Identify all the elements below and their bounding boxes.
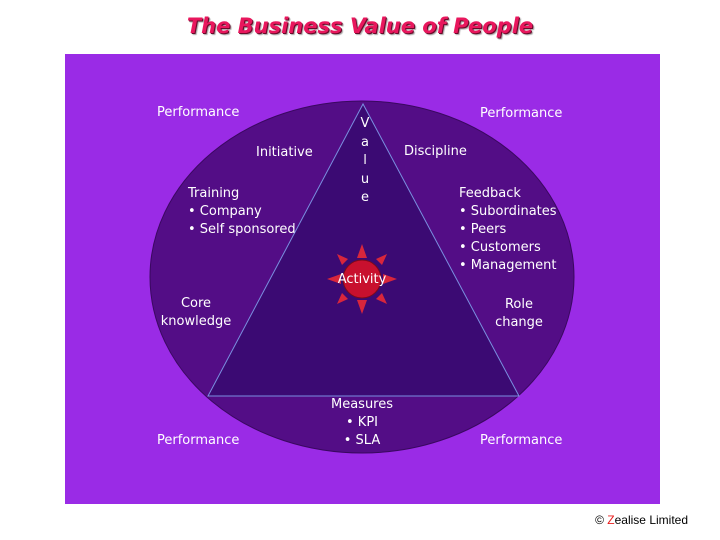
performance-top-left: Performance: [157, 105, 240, 120]
performance-top-right: Performance: [480, 106, 563, 121]
value-letter: e: [361, 190, 369, 205]
training-block: Training • Company • Self sponsored: [188, 185, 296, 239]
training-item: • Company: [188, 204, 262, 219]
role-change-label: Role change: [489, 296, 549, 332]
activity-sun-icon: [327, 244, 397, 314]
feedback-item: • Subordinates: [459, 204, 557, 219]
feedback-item: • Peers: [459, 222, 507, 237]
value-letter: a: [361, 134, 369, 150]
performance-bottom-right: Performance: [480, 433, 563, 448]
value-letter: V: [360, 116, 370, 131]
role-change-line: change: [495, 315, 543, 330]
discipline-label: Discipline: [404, 144, 467, 159]
performance-bottom-left: Performance: [157, 433, 240, 448]
brand-highlight: Z: [607, 513, 615, 527]
feedback-heading: Feedback: [459, 186, 521, 201]
activity-label: Activity: [337, 272, 387, 287]
value-vertical-label: V a l u e: [355, 115, 375, 208]
page-title: The Business Value of People: [186, 14, 534, 38]
feedback-item: • Management: [459, 258, 557, 273]
core-knowledge-label: Core knowledge: [156, 295, 236, 331]
core-knowledge-line: knowledge: [160, 314, 232, 329]
role-change-line: Role: [504, 297, 533, 312]
brand-rest: ealise Limited: [614, 513, 688, 527]
copyright-symbol: ©: [595, 513, 604, 527]
copyright-footer: © Zealise Limited: [595, 513, 688, 527]
feedback-block: Feedback • Subordinates • Peers • Custom…: [459, 185, 557, 275]
core-knowledge-line: Core: [180, 296, 212, 311]
value-letter: l: [363, 153, 367, 168]
measures-block: Measures • KPI • SLA: [322, 396, 402, 450]
training-heading: Training: [188, 186, 240, 201]
training-item: • Self sponsored: [188, 222, 296, 237]
measures-item: • SLA: [343, 433, 381, 448]
value-letter: u: [360, 171, 370, 187]
measures-item: • KPI: [346, 415, 378, 430]
measures-heading: Measures: [330, 397, 394, 412]
initiative-label: Initiative: [256, 145, 313, 160]
feedback-item: • Customers: [459, 240, 541, 255]
